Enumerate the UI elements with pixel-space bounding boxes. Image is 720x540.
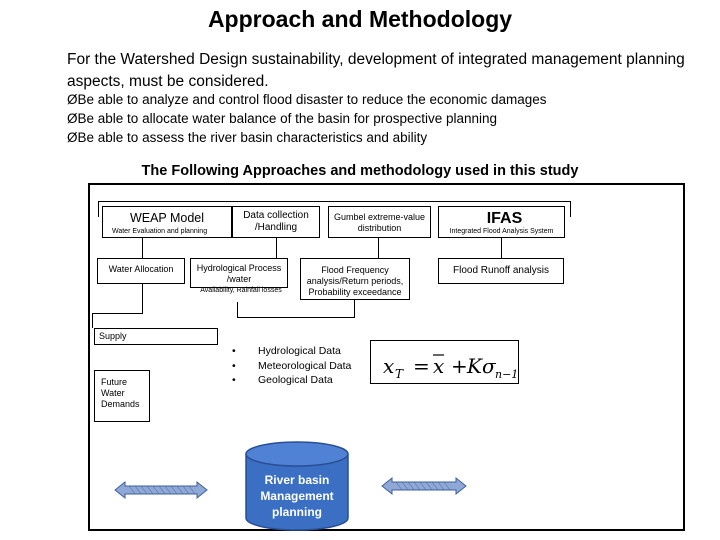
connector-line [142,284,143,314]
connector-line [354,300,355,318]
connector-line [92,313,143,314]
connector-line [237,317,355,318]
diagram-heading: The Following Approaches and methodology… [141,163,579,179]
connector-line [378,238,379,258]
bullet-dot-icon: • [232,359,236,372]
page-title: Approach and Methodology [207,6,513,32]
gumbel-formula-box: x T = x + K σ n−1 [370,340,519,384]
connector-line [98,201,99,217]
river-basin-cylinder [245,441,349,531]
gumbel-formula: x T = x + K σ n−1 [383,354,518,381]
formula-k: K [466,354,483,378]
data-type-item: •Geological Data [232,374,333,386]
flood-runoff-box: Flood Runoff analysis [438,258,564,284]
bullet-dot-icon: • [232,374,236,386]
formula-mean: x [433,354,444,378]
connector-line [237,302,238,318]
hydrological-process-subtitle: Availability, Rainfall losses [200,287,282,294]
hydrological-process-box: Hydrological Process /water [190,258,288,288]
ifas-subtitle: Integrated Flood Analysis System [449,228,554,235]
data-type-item: •Hydrological Data [232,345,341,357]
objective-item: ØBe able to analyze and control flood di… [67,92,547,107]
water-allocation-box: Water Allocation [97,258,185,284]
weap-title: WEAP Model [129,211,205,225]
objective-item: ØBe able to allocate water balance of th… [67,111,498,126]
gumbel-distribution-box: Gumbel extreme-value distribution [328,206,431,238]
river-basin-label: River basin Management planning [260,473,334,519]
formula-plus: + [451,354,468,378]
arrow-bullet-icon: Ø [67,130,78,145]
objective-item: ØBe able to assess the river basin chara… [67,130,428,145]
formula-sigma: σ [482,354,497,378]
supply-box: Supply [94,328,218,345]
connector-line [501,238,502,258]
objective-list: ØBe able to analyze and control flood di… [67,90,707,147]
double-arrow-icon [114,480,208,500]
connector-line [92,313,93,328]
formula-lhs: x [383,354,394,378]
arrow-bullet-icon: Ø [67,111,78,126]
formula-equals: = [413,354,430,378]
methodology-frame [88,183,685,531]
formula-lhs-sub: T [395,367,404,381]
connector-line [570,201,571,217]
connector-line [276,238,277,258]
connector-line [142,238,143,258]
data-type-item: •Meteorological Data [232,359,352,372]
flood-frequency-box: Flood Frequency analysis/Return periods,… [300,258,410,300]
bullet-dot-icon: • [232,345,236,357]
hydrological-process-title: Hydrological Process /water [196,263,282,284]
top-connector-line [98,201,571,202]
future-water-demands-box: Future Water Demands [94,370,150,422]
data-collection-box: Data collection /Handling [232,206,320,238]
weap-model-box: WEAP Model Water Evaluation and planning [102,206,232,238]
data-type-list: •Hydrological Data •Meteorological Data … [232,344,351,388]
ifas-title: IFAS [486,210,523,227]
weap-subtitle: Water Evaluation and planning [112,228,208,235]
intro-text: For the Watershed Design sustainability,… [67,51,685,90]
arrow-bullet-icon: Ø [67,92,78,107]
formula-sigma-sub: n−1 [495,368,518,381]
double-arrow-icon [381,476,467,496]
ifas-box: IFAS Integrated Flood Analysis System [438,206,565,238]
